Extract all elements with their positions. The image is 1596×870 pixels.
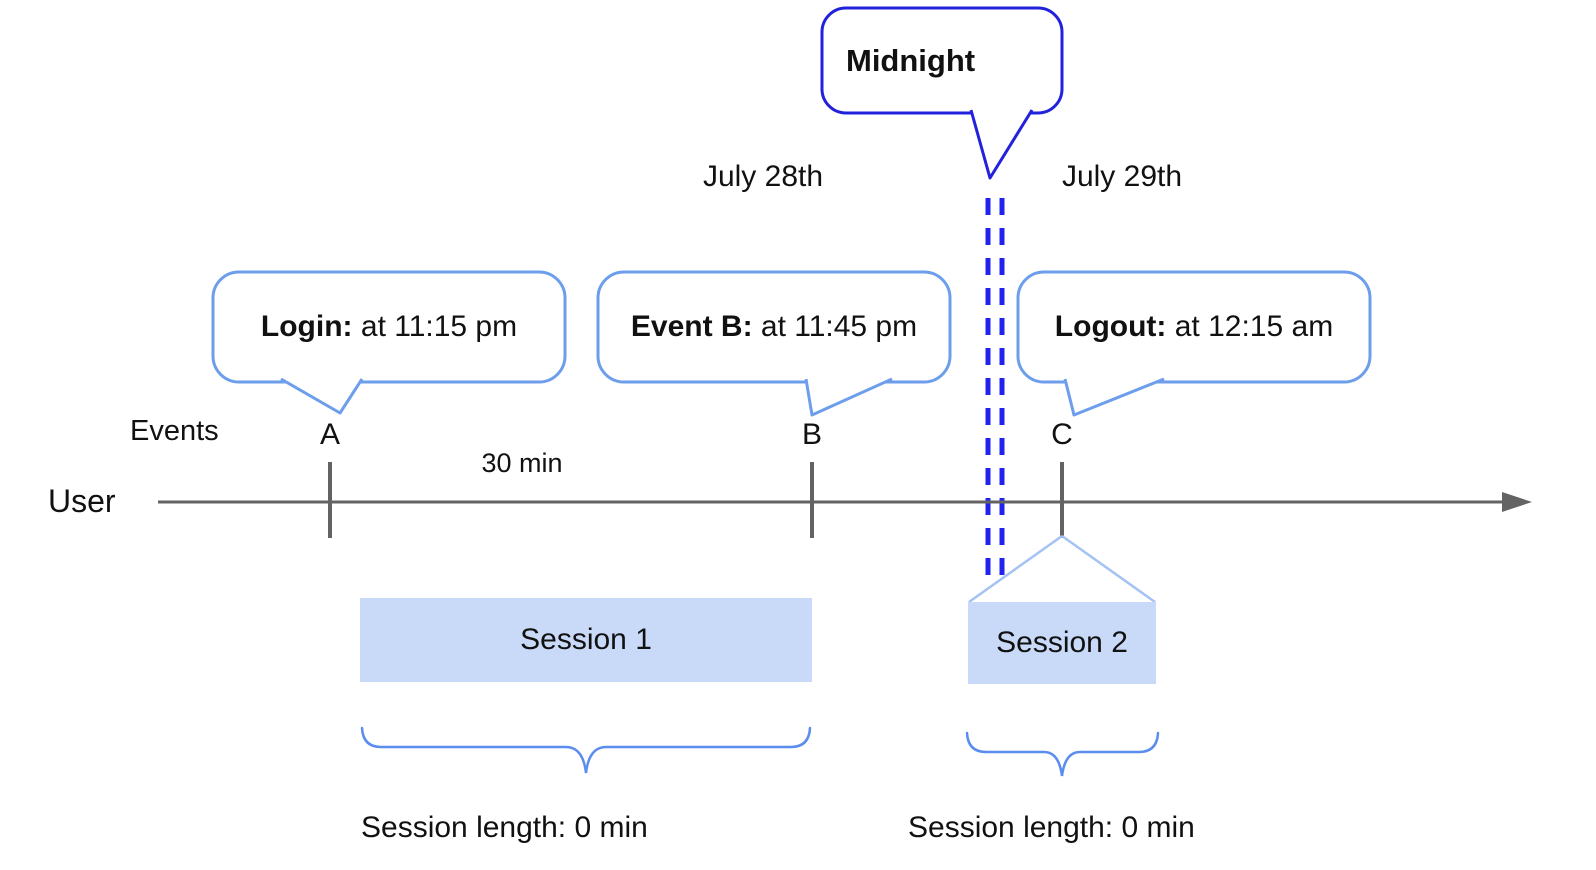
session1-box: Session 1 [360,598,812,682]
logout-callout-body [1016,270,1372,384]
marker-event-c: C [1051,418,1073,451]
interval-30min-label: 30 min [481,448,563,478]
logout-callout-text: Logout: at 12:15 am [1018,272,1370,382]
midnight-boundary-dashed-lines [985,198,1005,576]
logout-callout-shape [1016,270,1372,417]
user-axis-label: User [48,483,116,519]
login-callout-body [211,270,567,384]
funnel-right-line [1061,534,1156,604]
date-label-july-28: July 28th [702,160,824,193]
date-label-july-29: July 29th [1061,160,1183,193]
logout-callout-tail [1063,377,1165,417]
event-b-callout-detail: at 11:45 pm [752,310,918,343]
session2-length-label: Session length: 0 min [908,811,1195,844]
login-callout-text: Login: at 11:15 pm [213,272,565,382]
session2-funnel-connector [968,534,1156,604]
marker-event-a: A [319,418,340,451]
event-b-callout-shape [596,270,952,417]
events-row-label: Events [130,415,219,447]
midnight-callout-tail [969,109,1034,180]
logout-callout-label: Logout: [1054,310,1167,343]
midnight-callout-body [820,6,1064,115]
marker-event-b: B [801,418,822,451]
event-b-callout-body [596,270,952,384]
session2-box: Session 2 [968,602,1156,684]
login-callout-shape [211,270,567,415]
session2-underbrace [965,731,1160,777]
event-tick-marks [328,462,1064,538]
timeline-arrowhead-icon [1502,492,1532,512]
session1-underbrace [360,726,812,774]
midnight-callout-label: Midnight [846,43,976,78]
midnight-callout-shape [820,6,1064,180]
login-callout-detail: at 11:15 pm [352,310,518,343]
event-b-callout-text: Event B: at 11:45 pm [598,272,950,382]
event-b-callout-label: Event B: [630,310,753,343]
event-b-callout-tail [804,377,893,417]
login-callout-label: Login: [260,310,353,343]
login-callout-tail [280,377,364,415]
funnel-left-line [968,534,1063,604]
logout-callout-detail: at 12:15 am [1166,310,1334,343]
session1-length-label: Session length: 0 min [361,811,648,844]
user-timeline-axis [158,492,1532,512]
